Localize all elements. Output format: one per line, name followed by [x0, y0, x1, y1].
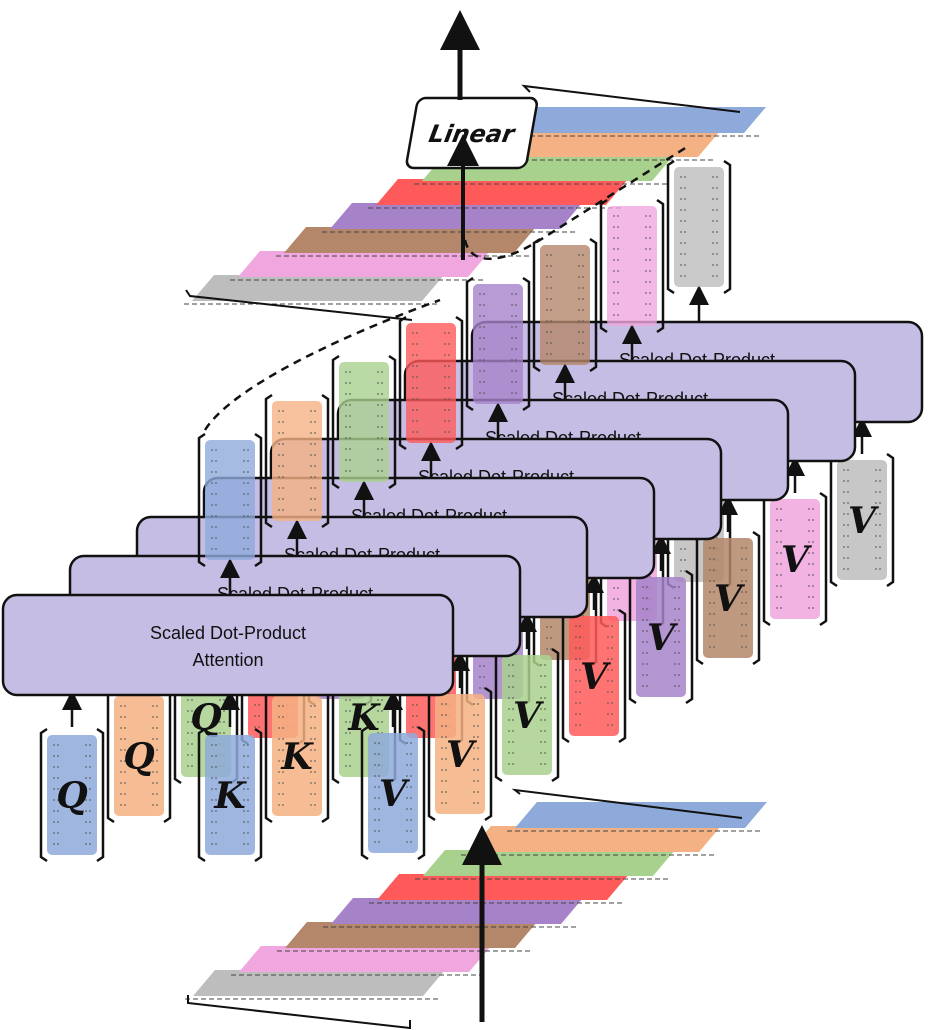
key-vector-1-fill: [205, 735, 255, 855]
input-row-purple: [331, 898, 583, 924]
value-vector-2-fill: [435, 694, 485, 814]
value-vector-3-label: V: [513, 695, 544, 737]
value-vector-1-brackets: [360, 725, 426, 861]
value-vector-3: V: [494, 647, 560, 783]
head-output-vector-2-brackets: [264, 393, 330, 529]
input-row-red: [377, 874, 629, 900]
key-vector-1: K: [197, 727, 263, 863]
input-row-blue: [515, 802, 767, 828]
head-output-vector-1-fill: [205, 440, 255, 560]
head-output-vector-8-brackets: [666, 159, 732, 295]
query-vector-1-label: Q: [56, 775, 87, 817]
head-output-vector-7: [599, 198, 665, 334]
value-vector-1: V: [360, 725, 426, 861]
value-vector-4-fill: [569, 616, 619, 736]
key-vector-2: K: [264, 688, 330, 824]
key-vector-2-label: K: [280, 736, 314, 778]
query-vector-1: Q: [39, 727, 105, 863]
output-row-red: [376, 179, 628, 205]
input-row-pink: [239, 946, 491, 972]
query-vector-2-label: Q: [123, 736, 154, 778]
head-output-vector-5-brackets: [465, 276, 531, 412]
head-output-vector-2: [264, 393, 330, 529]
concatenated-output-stack: [184, 84, 766, 431]
key-vector-3-label: K: [347, 697, 381, 739]
input-row-orange: [469, 826, 721, 852]
value-vector-7-fill: [770, 499, 820, 619]
head-output-vector-8: [666, 159, 732, 295]
head-output-vector-4-brackets: [398, 315, 464, 451]
value-vector-5: V: [628, 569, 694, 705]
linear-box-frame: [405, 96, 538, 170]
output-row-purple: [330, 203, 582, 229]
value-vector-5-fill: [636, 577, 686, 697]
query-vector-2: Q: [106, 688, 172, 824]
output-stack-bracket-top: [521, 84, 741, 113]
value-vector-7: V: [762, 491, 828, 627]
head-output-vector-3-brackets: [331, 354, 397, 490]
value-vector-5-label: V: [647, 617, 678, 659]
head-output-vector-7-brackets: [599, 198, 665, 334]
linear-label: Linear: [427, 120, 519, 148]
input-row-gray: [193, 970, 445, 996]
linear-layer: Linear: [405, 10, 538, 260]
head-output-vector-1: [197, 432, 263, 568]
key-vector-1-label: K: [213, 775, 247, 817]
input-embedding-stack: [185, 788, 767, 1030]
head-output-vector-2-fill: [272, 401, 322, 521]
head-output-vector-7-fill: [607, 206, 657, 326]
output-row-gray: [192, 275, 444, 301]
head-output-vector-6: [532, 237, 598, 373]
value-vector-6-fill: [703, 538, 753, 658]
query-vector-3-label: Q: [190, 697, 221, 739]
value-vector-2-label: V: [446, 734, 477, 776]
value-vector-3-fill: [502, 655, 552, 775]
output-row-blue: [514, 107, 766, 133]
attention-subtitle-1: Attention: [192, 650, 263, 670]
head-output-vector-5-fill: [473, 284, 523, 404]
query-vector-2-fill: [114, 696, 164, 816]
input-stack-bracket: [187, 995, 411, 1030]
value-vector-8: V: [829, 452, 895, 588]
output-row-pink: [238, 251, 490, 277]
concat-dashed-link: [203, 298, 441, 431]
head-output-vector-4: [398, 315, 464, 451]
value-vector-7-label: V: [781, 539, 812, 581]
head-output-vector-5: [465, 276, 531, 412]
value-vector-4-label: V: [580, 656, 611, 698]
value-vector-1-fill: [368, 733, 418, 853]
linear-box: Linear: [405, 96, 538, 170]
attention-box-1: [1, 593, 455, 697]
head-output-vector-1-brackets: [197, 432, 263, 568]
value-vector-6: V: [695, 530, 761, 666]
head-output-vector-3-fill: [339, 362, 389, 482]
head-output-vector-6-brackets: [532, 237, 598, 373]
input-stack-bracket-top: [511, 788, 743, 819]
value-vector-4: V: [561, 608, 627, 744]
key-vector-1-brackets: [197, 727, 263, 863]
output-row-brown: [284, 227, 536, 253]
attention-title-1: Scaled Dot-Product: [150, 623, 306, 643]
value-vector-8-label: V: [848, 500, 879, 542]
value-vector-6-label: V: [714, 578, 745, 620]
head-output-vector-4-fill: [406, 323, 456, 443]
input-row-brown: [285, 922, 537, 948]
value-vector-2: V: [427, 686, 493, 822]
key-vector-2-fill: [272, 696, 322, 816]
output-stack-bracket: [185, 289, 413, 321]
value-vector-1-label: V: [379, 773, 410, 815]
head-output-vector-8-fill: [674, 167, 724, 287]
query-vector-1-brackets: [39, 727, 105, 863]
input-row-green: [423, 850, 675, 876]
query-vector-1-fill: [47, 735, 97, 855]
head-output-vector-3: [331, 354, 397, 490]
head-output-vector-6-fill: [540, 245, 590, 365]
value-vector-8-fill: [837, 460, 887, 580]
